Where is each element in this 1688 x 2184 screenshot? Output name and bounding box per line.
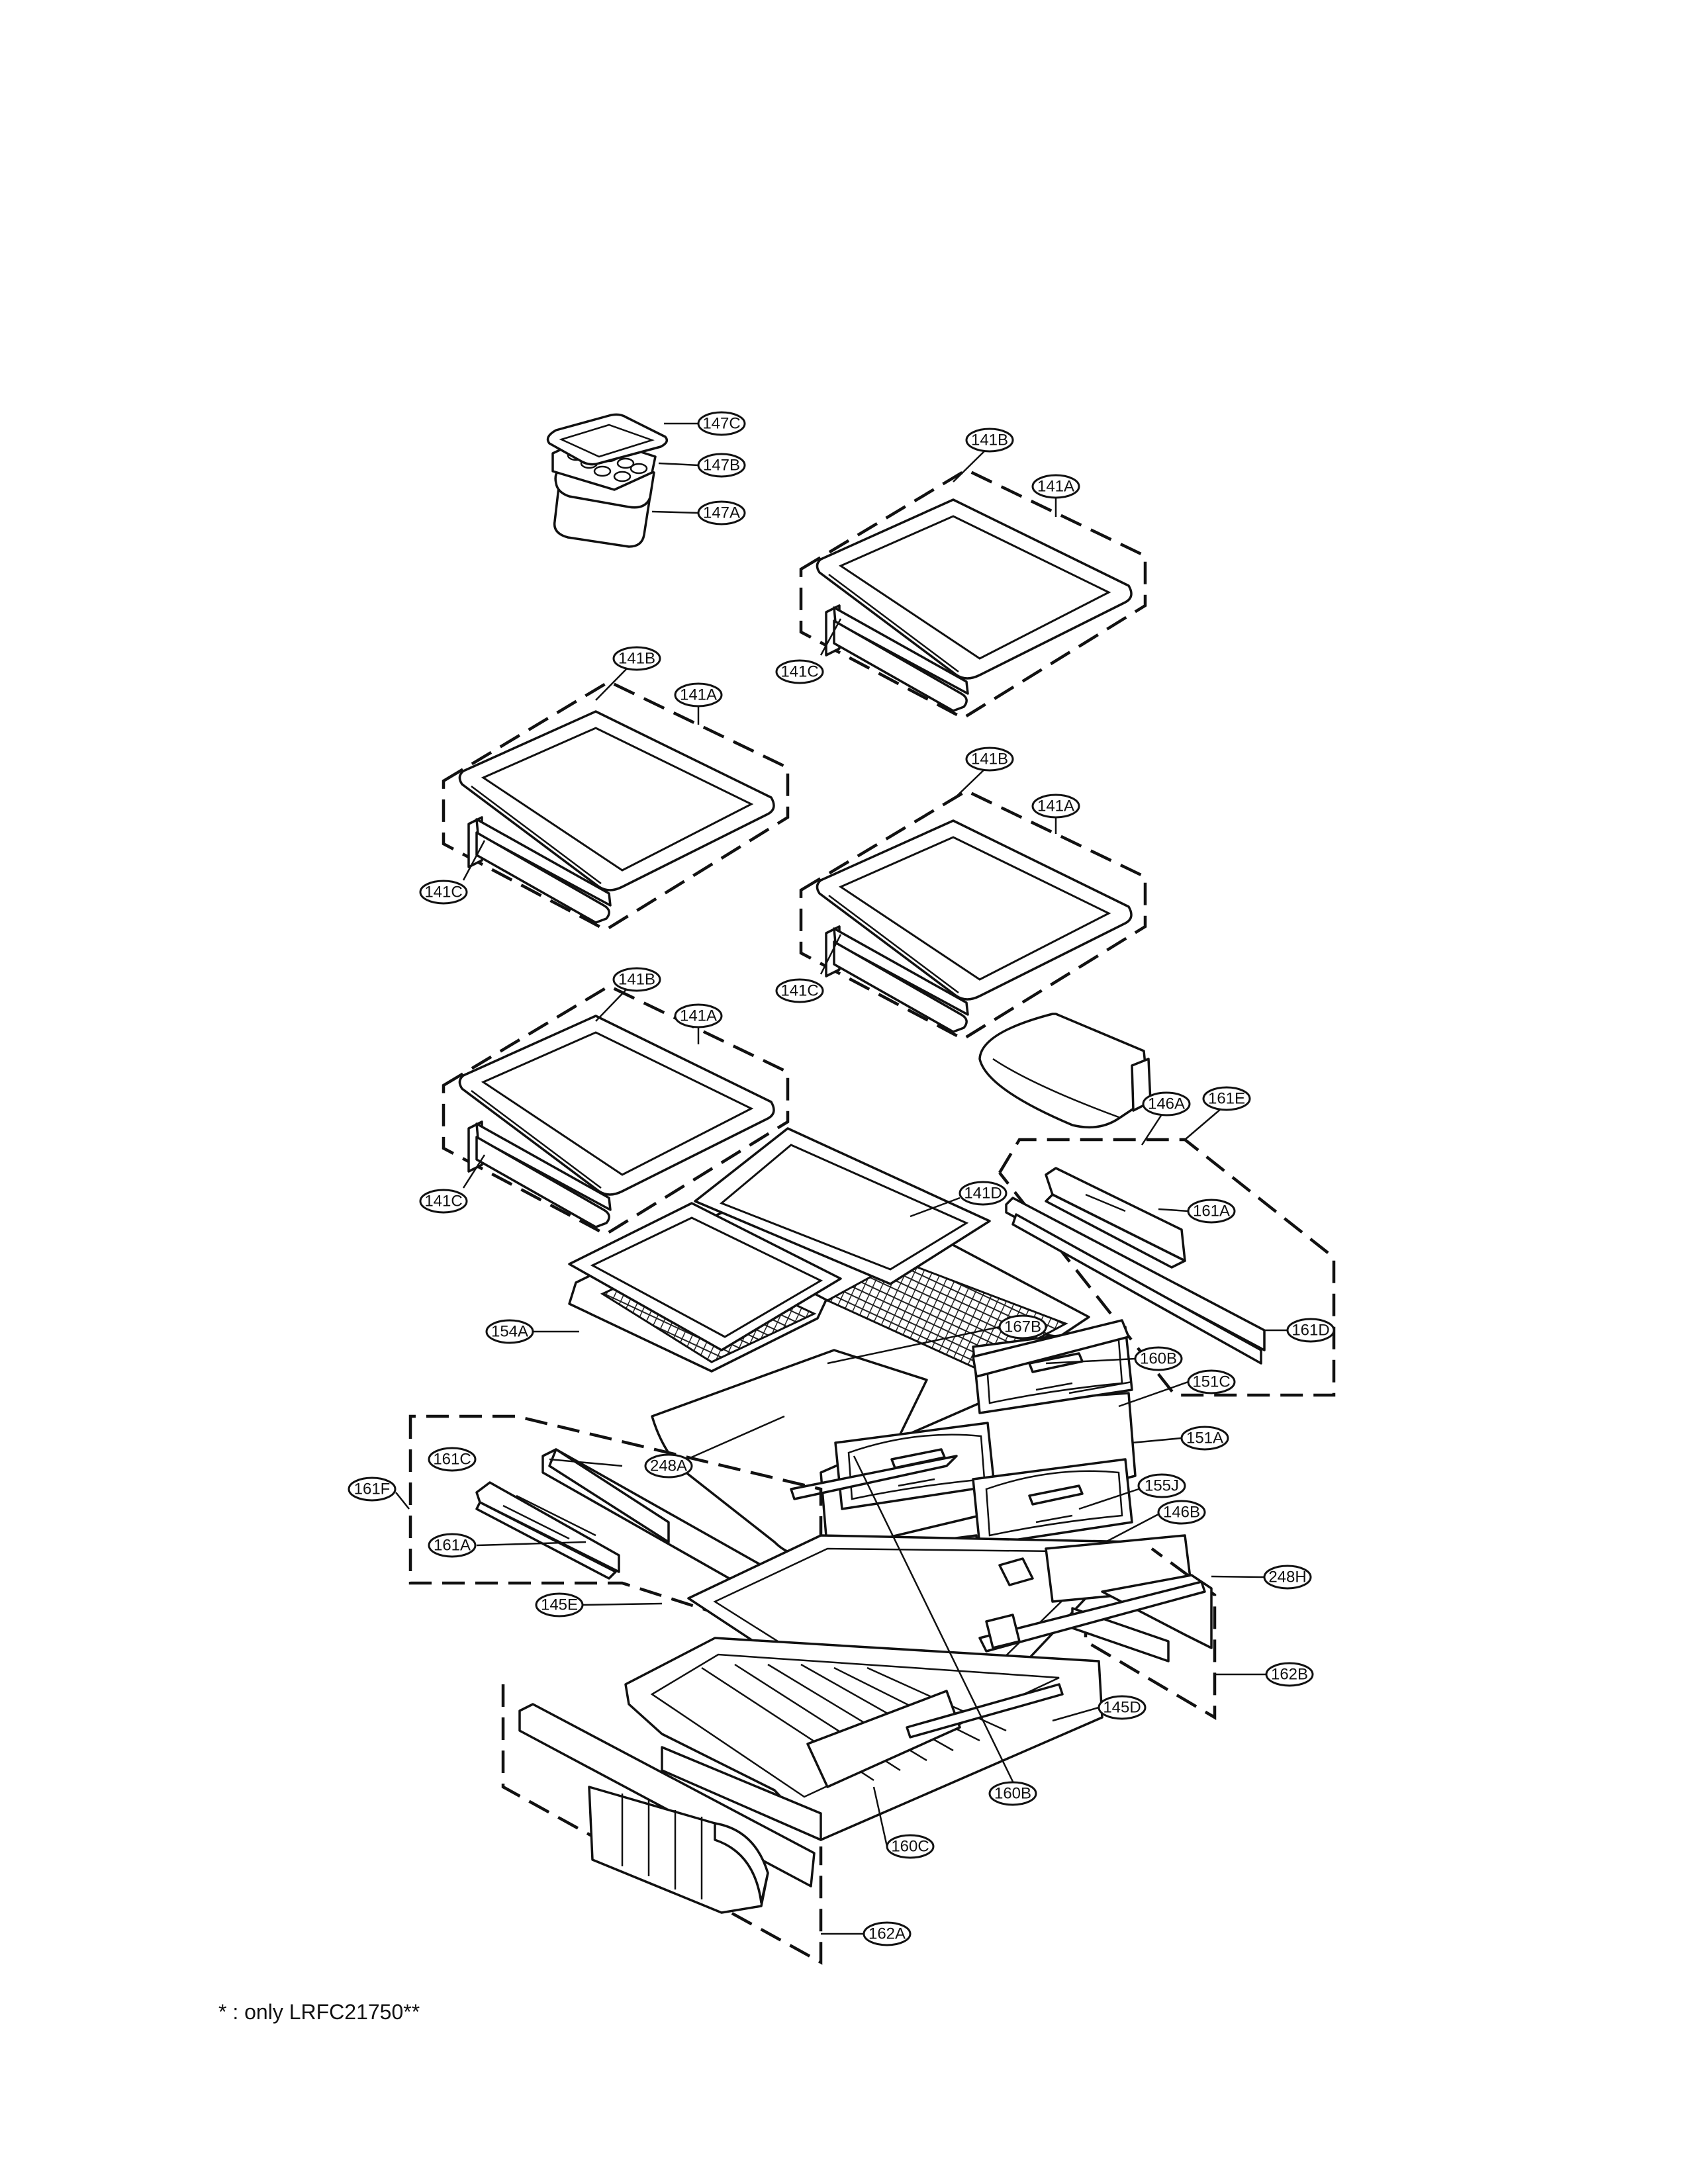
svg-text:161F: 161F — [354, 1480, 391, 1498]
svg-text:248H: 248H — [1268, 1569, 1306, 1586]
callout-146a: 146A — [1142, 1091, 1191, 1116]
svg-text:160B: 160B — [1140, 1350, 1177, 1368]
shelf-assembly-3 — [801, 791, 1145, 1039]
callout-shelf3-141a: 141A — [1031, 794, 1080, 819]
shelf-assembly-2 — [444, 682, 788, 930]
callout-shelf1-141c: 141C — [775, 659, 824, 684]
callout-151c: 151C — [1187, 1369, 1236, 1394]
callout-160b-top: 160B — [1134, 1346, 1183, 1371]
egg-tray-assembly — [546, 413, 669, 548]
callout-162a: 162A — [863, 1921, 912, 1946]
svg-text:161D: 161D — [1291, 1322, 1329, 1340]
callout-shelf2-141b: 141B — [612, 646, 661, 671]
right-bottom-rail — [978, 1547, 1217, 1720]
callout-shelf2-141c: 141C — [419, 880, 468, 905]
callout-147c: 147C — [697, 411, 746, 436]
callout-145d: 145D — [1098, 1695, 1147, 1720]
svg-text:141B: 141B — [618, 971, 655, 989]
right-rail-group — [998, 1138, 1336, 1397]
callout-146b: 146B — [1157, 1500, 1206, 1525]
svg-text:160B: 160B — [994, 1785, 1031, 1803]
callout-248a: 248A — [644, 1453, 693, 1479]
callout-161c: 161C — [428, 1447, 477, 1472]
svg-text:162A: 162A — [868, 1925, 906, 1943]
svg-text:167B: 167B — [1004, 1318, 1041, 1336]
svg-text:162B: 162B — [1271, 1666, 1308, 1684]
svg-text:141C: 141C — [780, 982, 818, 1000]
svg-text:151A: 151A — [1186, 1430, 1223, 1447]
callout-145e: 145E — [535, 1592, 584, 1617]
callout-162b: 162B — [1265, 1662, 1314, 1687]
callout-161a-left: 161A — [428, 1533, 477, 1558]
callout-shelf1-141b: 141B — [965, 428, 1014, 453]
callout-151a: 151A — [1180, 1426, 1229, 1451]
svg-text:155J: 155J — [1145, 1477, 1179, 1495]
callout-160b-bottom: 160B — [988, 1781, 1037, 1806]
callout-161a-right: 161A — [1187, 1199, 1236, 1224]
svg-text:161A: 161A — [434, 1537, 471, 1555]
svg-text:141A: 141A — [680, 686, 717, 704]
callout-161d: 161D — [1286, 1318, 1335, 1343]
svg-text:145D: 145D — [1103, 1699, 1141, 1717]
svg-text:147C: 147C — [702, 415, 740, 433]
bottom-front-guard — [501, 1684, 823, 1965]
svg-text:141A: 141A — [680, 1007, 717, 1025]
svg-text:161E: 161E — [1208, 1090, 1245, 1108]
callout-shelf4-141a: 141A — [674, 1003, 723, 1028]
callout-161f: 161F — [348, 1477, 397, 1502]
callout-147b: 147B — [697, 453, 746, 478]
callout-shelf4-141b: 141B — [612, 967, 661, 992]
callout-161e: 161E — [1202, 1086, 1251, 1111]
svg-text:248A: 248A — [650, 1457, 687, 1475]
callout-147a: 147A — [697, 500, 746, 525]
svg-text:141B: 141B — [971, 432, 1008, 449]
callout-shelf3-141b: 141B — [965, 747, 1014, 772]
bottom-drawer — [624, 1637, 1103, 1841]
callout-shelf4-141c: 141C — [419, 1189, 468, 1214]
callout-shelf1-141a: 141A — [1031, 474, 1080, 499]
svg-text:141B: 141B — [971, 751, 1008, 768]
svg-text:141D: 141D — [964, 1185, 1002, 1203]
svg-text:146B: 146B — [1163, 1504, 1200, 1522]
shelf-assembly-1 — [801, 470, 1145, 718]
svg-text:141C: 141C — [424, 1193, 462, 1210]
svg-text:141A: 141A — [1037, 797, 1074, 815]
svg-text:145E: 145E — [541, 1596, 578, 1614]
footnote: * : only LRFC21750** — [218, 2000, 420, 2024]
svg-text:146A: 146A — [1148, 1095, 1185, 1113]
svg-text:161C: 161C — [433, 1451, 471, 1469]
svg-text:147B: 147B — [703, 457, 740, 475]
callout-155j: 155J — [1137, 1473, 1186, 1498]
callout-160c: 160C — [886, 1834, 935, 1859]
callout-shelf3-141c: 141C — [775, 978, 824, 1003]
crisper-drawers — [651, 1319, 1137, 1623]
svg-text:141B: 141B — [618, 650, 655, 668]
callout-248h: 248H — [1263, 1565, 1312, 1590]
callout-141d: 141D — [959, 1181, 1008, 1206]
svg-text:161A: 161A — [1193, 1203, 1230, 1220]
callout-154a: 154A — [485, 1319, 534, 1344]
leader-lines — [395, 422, 1288, 1935]
svg-text:151C: 151C — [1192, 1373, 1230, 1391]
svg-text:147A: 147A — [703, 504, 740, 522]
svg-text:160C: 160C — [891, 1838, 929, 1856]
svg-text:154A: 154A — [491, 1323, 528, 1341]
svg-text:141C: 141C — [780, 663, 818, 681]
svg-text:141C: 141C — [424, 884, 462, 901]
shelf-cover-146a — [978, 1013, 1152, 1129]
callout-shelf2-141a: 141A — [674, 682, 723, 707]
svg-text:141A: 141A — [1037, 478, 1074, 496]
callout-167b: 167B — [998, 1314, 1047, 1340]
